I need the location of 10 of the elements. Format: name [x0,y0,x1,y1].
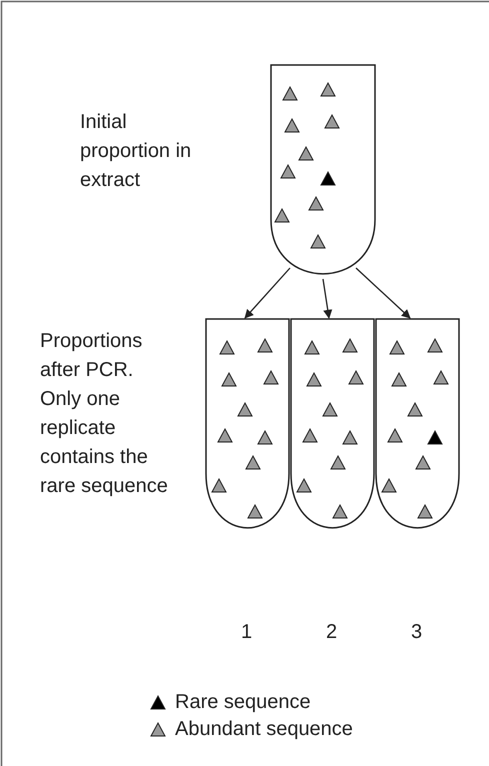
annotation-text: Proportions after PCR. Only one replicate contains the rare sequence [40,329,169,499]
arrow [322,278,332,319]
replicate-number: 3 [411,620,422,645]
annotation-text: Initial proportion in extract [80,110,192,193]
replicate-number: 2 [326,620,338,645]
replicate-number: 1 [241,620,252,645]
legend-label: Abundant sequence [175,717,353,742]
arrow [244,268,290,319]
legend-label: Rare sequence [175,690,311,715]
arrow [356,268,411,319]
